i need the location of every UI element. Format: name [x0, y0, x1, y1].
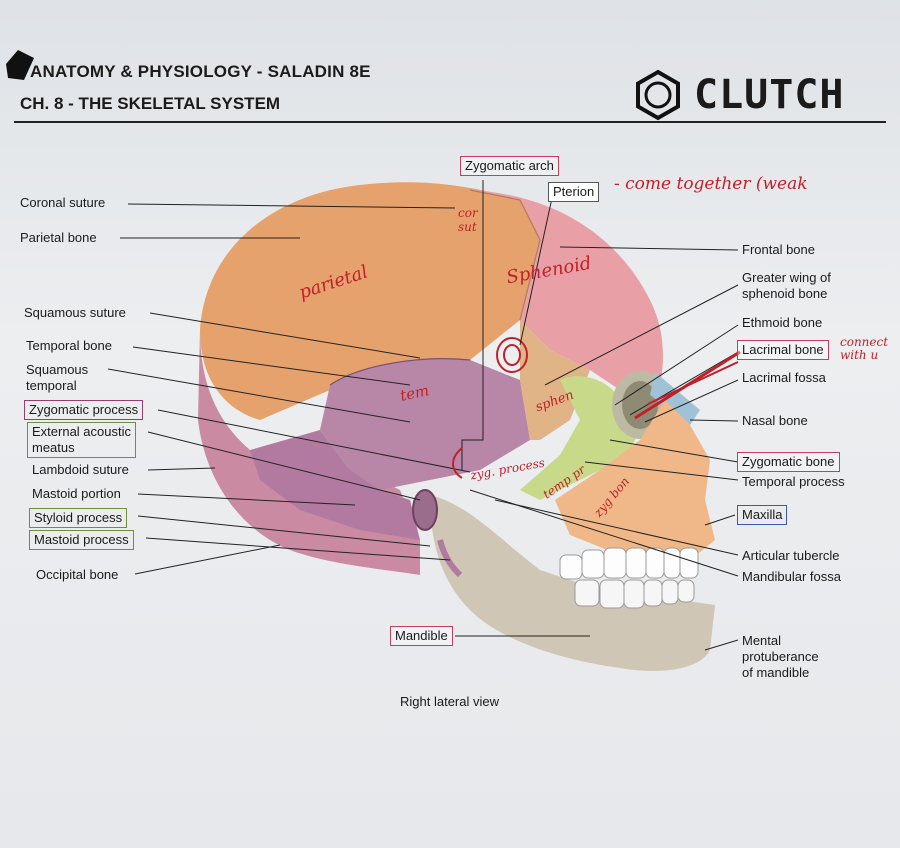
- label-styloid-process: Styloid process: [29, 508, 128, 528]
- label-ethmoid-bone: Ethmoid bone: [742, 315, 823, 330]
- note-lacrimal: connect with u: [840, 335, 889, 362]
- mandible-shape: [430, 495, 715, 671]
- label-maxilla: Maxilla: [737, 505, 788, 525]
- label-coronal-suture: Coronal suture: [20, 195, 106, 210]
- frontal-bone-shape: [470, 190, 663, 390]
- header-divider: [14, 121, 886, 123]
- leader-lines: [107, 180, 739, 651]
- label-occipital-bone: Occipital bone: [36, 567, 119, 582]
- label-lacrimal-bone: Lacrimal bone: [737, 340, 829, 360]
- label-squamous-temporal: Squamous temporal: [26, 362, 89, 393]
- note-coronal: cor sut: [458, 206, 478, 234]
- coronal-suture-line: [469, 189, 541, 321]
- label-mandibular-fossa: Mandibular fossa: [742, 569, 841, 584]
- label-squamous-suture: Squamous suture: [24, 305, 126, 320]
- label-frontal-bone: Frontal bone: [742, 242, 815, 257]
- temporal-bone-shape: [320, 358, 530, 490]
- label-mental-protuberance: Mental protuberance of mandible: [742, 633, 819, 680]
- chapter-title: CH. 8 - THE SKELETAL SYSTEM: [20, 94, 281, 113]
- label-articular-tubercle: Articular tubercle: [742, 548, 840, 563]
- figure-caption: Right lateral view: [400, 694, 499, 709]
- label-mastoid-portion: Mastoid portion: [32, 486, 121, 501]
- label-parietal-bone: Parietal bone: [20, 230, 97, 245]
- label-greater-wing-sphenoid: Greater wing of sphenoid bone: [742, 270, 831, 301]
- label-mandible: Mandible: [390, 626, 453, 646]
- label-zygomatic-arch: Zygomatic arch: [460, 156, 559, 176]
- label-nasal-bone: Nasal bone: [742, 413, 808, 428]
- label-zygomatic-process: Zygomatic process: [24, 400, 144, 420]
- page-title: ANATOMY & PHYSIOLOGY - SALADIN 8E: [30, 62, 371, 81]
- label-pterion: Pterion: [548, 182, 600, 202]
- zygomatic-bone-shape: [520, 376, 640, 500]
- label-zygomatic-bone: Zygomatic bone: [737, 452, 840, 472]
- label-temporal-bone: Temporal bone: [26, 338, 112, 353]
- corner-logo-icon: [6, 50, 34, 80]
- external-meatus-shape: [412, 489, 438, 531]
- benzene-icon: [636, 69, 680, 121]
- note-pterion: - come together (weak: [614, 174, 808, 194]
- mastoid-portion-shape: [250, 430, 420, 540]
- label-mastoid-process: Mastoid process: [29, 530, 134, 550]
- label-lambdoid-suture: Lambdoid suture: [32, 462, 129, 477]
- upper-teeth: [559, 547, 699, 580]
- clutch-logo: CLUTCH: [632, 68, 845, 122]
- maxilla-shape: [555, 400, 715, 560]
- label-external-acoustic-meatus: External acoustic meatus: [27, 422, 136, 458]
- brand-name: CLUTCH: [694, 72, 845, 118]
- nasal-bone-shape: [650, 372, 700, 425]
- label-temporal-process: Temporal process: [742, 474, 845, 489]
- lower-teeth: [574, 579, 695, 609]
- label-lacrimal-fossa: Lacrimal fossa: [742, 370, 826, 385]
